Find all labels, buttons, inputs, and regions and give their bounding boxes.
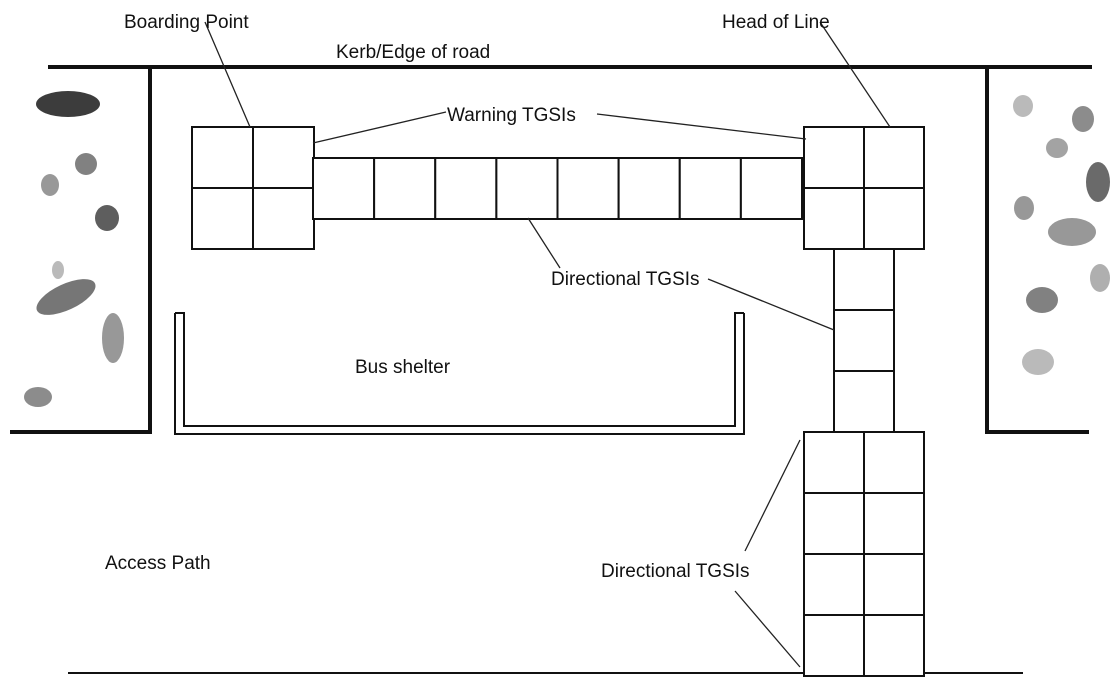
right-shrubs (1013, 95, 1110, 375)
warning-tgsis-leader-right (596, 113, 807, 140)
directional-tgsi-tile (495, 157, 559, 220)
bus-shelter-inner-outline (175, 312, 744, 427)
warning-tgsi-tile (191, 126, 254, 189)
shrub (24, 387, 52, 407)
shrub (41, 174, 59, 196)
head-of-line-leader-line (819, 21, 891, 128)
directional-tgsi-tile (739, 157, 803, 220)
warning-tgsi-tile (803, 126, 865, 189)
warning-tgsi-tile (863, 187, 925, 250)
boarding-point-leader-line (204, 21, 251, 128)
shrub (1026, 287, 1058, 313)
directional-tgsi-tile (803, 492, 865, 555)
directional-tgsis-upper-leader-left (527, 217, 561, 269)
directional-tgsi-tile (863, 431, 925, 494)
warning-tgsi-tile (803, 187, 865, 250)
leader-lines (204, 21, 891, 668)
right-garden-bed-outline (985, 65, 1089, 434)
directional-tgsi-tile (312, 157, 376, 220)
directional-tgsi-tile (833, 309, 895, 372)
directional-tgsi-tile (803, 431, 865, 494)
left-shrubs (24, 91, 124, 407)
shrub (1086, 162, 1110, 202)
directional-tgsis-lower-leader-bottom (734, 590, 801, 668)
directional-tgsi-tile (863, 492, 925, 555)
boarding-point-label: Boarding Point (124, 12, 249, 33)
directional-tgsis-upper-label: Directional TGSIs (551, 269, 700, 290)
directional-tgsi-tile (803, 614, 865, 677)
directional-tgsis-lower-label: Directional TGSIs (601, 561, 750, 582)
directional-tgsi-tile (617, 157, 681, 220)
directional-tgsi-tile (803, 553, 865, 616)
directional-tgsi-tile (833, 370, 895, 433)
warning-tgsis-leader-left (312, 111, 447, 144)
shrub (36, 279, 96, 315)
shrub (1013, 95, 1033, 117)
directional-tgsi-tile (434, 157, 498, 220)
kerb-label: Kerb/Edge of road (336, 42, 490, 63)
directional-tgsi-tile (863, 553, 925, 616)
shrub (1022, 349, 1054, 375)
directional-tgsi-tile (863, 614, 925, 677)
directional-tgsi-tile (556, 157, 620, 220)
bus-shelter (174, 312, 745, 435)
kerb-lines (10, 65, 1092, 434)
shrub (1072, 106, 1094, 132)
head-of-line-label: Head of Line (722, 12, 830, 33)
warning-tgsi-tile (191, 187, 254, 250)
text-labels: Boarding Point Head of Line Kerb/Edge of… (105, 12, 830, 582)
shrub (1014, 196, 1034, 220)
warning-tgsi-tile (252, 187, 315, 250)
directional-tgsis-lower-leader-top (744, 439, 801, 552)
shrub (75, 153, 97, 175)
shrub (1090, 264, 1110, 292)
shrub (52, 261, 64, 279)
shrub (36, 91, 100, 117)
shrub (1048, 218, 1096, 246)
shrub (1046, 138, 1068, 158)
bus-shelter-outer-outline (174, 313, 745, 435)
directional-tgsi-tile (833, 248, 895, 311)
directional-tgsis-upper-leader-right (707, 278, 835, 331)
directional-tgsi-tile (678, 157, 742, 220)
warning-tgsis-label: Warning TGSIs (447, 105, 576, 126)
shrub (102, 313, 124, 363)
shrub (95, 205, 119, 231)
left-garden-bed-outline (10, 65, 152, 434)
warning-tgsi-tile (863, 126, 925, 189)
warning-tgsi-tile (252, 126, 315, 189)
bus-shelter-label: Bus shelter (355, 357, 451, 378)
directional-tgsi-tile (373, 157, 437, 220)
access-path-label: Access Path (105, 553, 211, 574)
tgsi-tiles (191, 126, 925, 677)
